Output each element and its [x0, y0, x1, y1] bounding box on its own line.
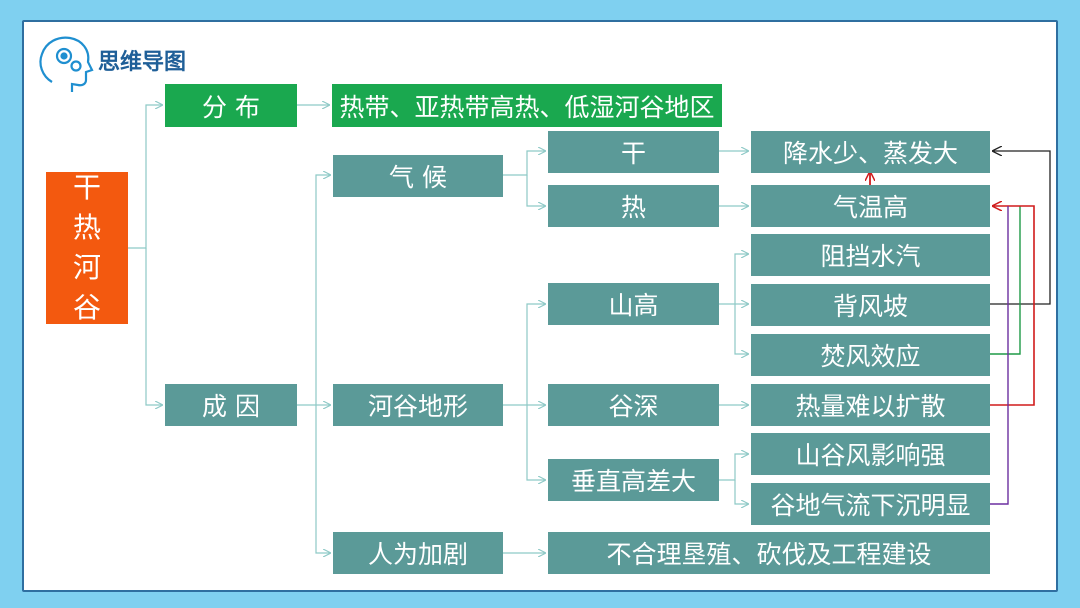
edge-high-block: [719, 254, 748, 305]
edge-foehn-hightemp: [990, 206, 1021, 355]
edge-high-foehn: [734, 304, 748, 354]
node-root-char-4: 谷: [72, 291, 101, 324]
edge-cause-climate: [297, 175, 330, 406]
node-root-char-3: 河: [72, 251, 101, 284]
head-gears-icon: [39, 36, 94, 92]
edge-downflow-hightemp: [990, 206, 1009, 505]
node-human: 人为加剧: [333, 532, 503, 574]
node-valley-wind: 山谷风影响强: [751, 433, 990, 475]
edge-root-cause: [145, 248, 162, 405]
node-deep-valley: 谷深: [548, 384, 719, 426]
node-root-char-2: 热: [72, 211, 101, 244]
edge-vertical-wind: [719, 454, 748, 481]
node-root-char-1: 干: [72, 171, 101, 204]
edge-terrain-vertical: [526, 405, 545, 480]
page-title: 思维导图: [98, 50, 187, 75]
node-dry: 干: [548, 131, 719, 173]
edge-climate-hot: [526, 175, 545, 206]
node-less-rain: 降水少、蒸发大: [751, 131, 990, 173]
edge-terrain-high: [503, 304, 545, 406]
node-block-vapor: 阻挡水汽: [751, 234, 990, 276]
node-root: 干 热 河 谷: [46, 171, 128, 324]
node-high-mountain: 山高: [548, 283, 719, 325]
node-leeward: 背风坡: [751, 284, 990, 326]
node-cause: 成 因: [165, 384, 297, 426]
node-distribution: 分 布: [165, 84, 297, 127]
edge-root-distribution: [128, 105, 162, 249]
node-distribution-desc: 热带、亚热带高热、低湿河谷地区: [332, 84, 722, 127]
node-vertical-diff: 垂直高差大: [548, 459, 719, 501]
node-foehn: 焚风效应: [751, 334, 990, 376]
edge-heat-hightemp: [990, 206, 1035, 406]
node-downflow: 谷地气流下沉明显: [751, 483, 990, 525]
edge-climate-dry: [503, 151, 545, 176]
node-heat-trapped: 热量难以扩散: [751, 384, 990, 426]
node-high-temp: 气温高: [751, 185, 990, 227]
node-hot: 热: [548, 185, 719, 227]
node-human-desc: 不合理垦殖、砍伐及工程建设: [548, 532, 990, 574]
node-terrain: 河谷地形: [333, 384, 503, 426]
edge-cause-human: [315, 405, 330, 553]
node-climate: 气 候: [333, 155, 503, 197]
edge-vertical-downflow: [734, 480, 748, 504]
